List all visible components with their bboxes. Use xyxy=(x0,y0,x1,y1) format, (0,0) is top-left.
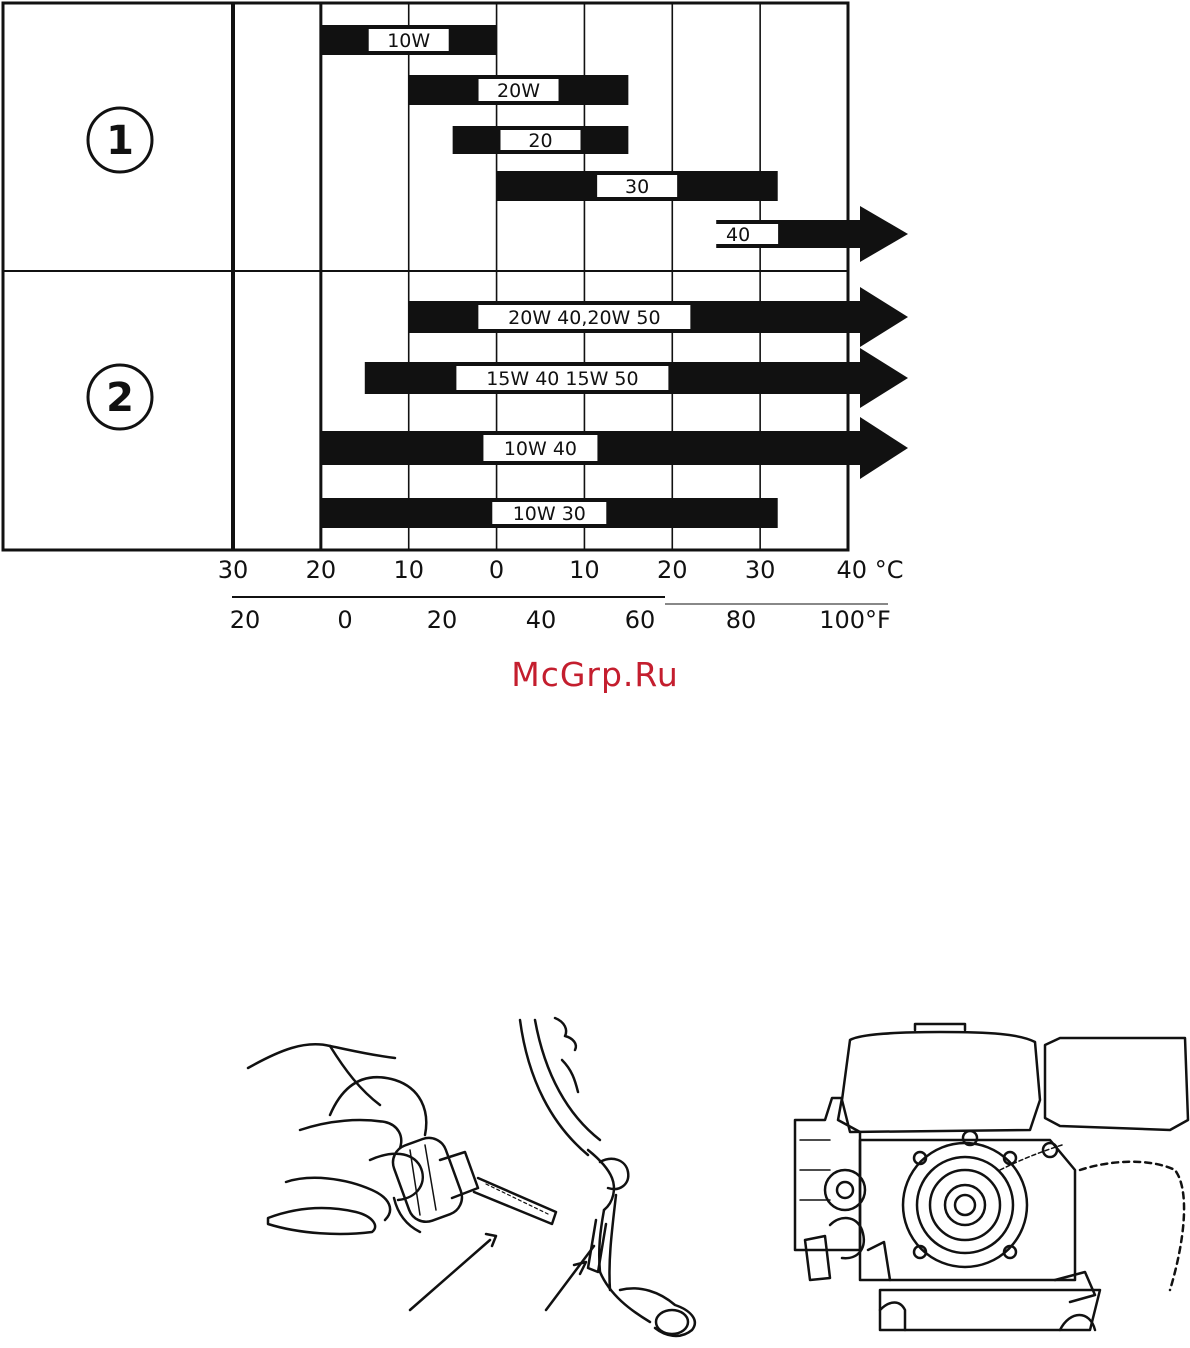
fahrenheit-tick-label: 0 xyxy=(337,606,352,634)
bar-20w: 20W xyxy=(409,75,629,105)
fahrenheit-tick-label: 40 xyxy=(526,606,557,634)
group-1-marker: 1 xyxy=(88,108,152,172)
bar-10w: 10W xyxy=(321,25,497,55)
bar-label: 10W xyxy=(387,30,430,52)
celsius-tick-label: 20 xyxy=(306,556,337,584)
watermark-text: McGrp.Ru xyxy=(0,655,1190,694)
bar-arrowhead xyxy=(860,206,908,262)
illustrations xyxy=(0,1010,1190,1348)
bar-30: 30 xyxy=(497,171,778,201)
bar-20: 20 xyxy=(453,126,629,154)
fahrenheit-tick-label: 80 xyxy=(726,606,757,634)
bar-label: 10W 30 xyxy=(513,503,586,525)
celsius-tick-label: 30 xyxy=(745,556,776,584)
bar-arrowhead xyxy=(860,287,908,347)
group-2-number: 2 xyxy=(106,375,134,421)
oil-viscosity-chart: 1 2 10W 20W 20 30 40 20W 40,20W 50 15W 40 15W … xyxy=(0,0,1190,650)
bar-arrowhead xyxy=(860,417,908,479)
dipstick-in-hand-illustration xyxy=(248,1044,556,1310)
celsius-tick-label: 40 °C xyxy=(837,556,904,584)
celsius-tick-label: 10 xyxy=(393,556,424,584)
bar-label: 20 xyxy=(528,130,552,152)
celsius-tick-label: 30 xyxy=(218,556,249,584)
bar-10w-30: 10W 30 xyxy=(321,498,778,528)
celsius-tick-label: 10 xyxy=(569,556,600,584)
engine-front-view-illustration xyxy=(795,1024,1188,1330)
bar-arrowhead xyxy=(860,348,908,408)
bar-40: 40 xyxy=(698,206,908,262)
bar-label: 30 xyxy=(625,176,649,198)
bar-label: 20W xyxy=(497,80,540,102)
bar-label: 10W 40 xyxy=(504,438,577,460)
bar-label: 15W 40 15W 50 xyxy=(486,368,638,390)
bar-15w-40-15w-50: 15W 40 15W 50 xyxy=(365,348,908,408)
celsius-tick-label: 20 xyxy=(657,556,688,584)
bar-label: 40 xyxy=(726,224,750,246)
group-1-number: 1 xyxy=(106,118,134,164)
fahrenheit-tick-label: 20 xyxy=(230,606,261,634)
fahrenheit-tick-label: 100°F xyxy=(819,606,891,634)
bar-label: 20W 40,20W 50 xyxy=(508,307,660,329)
group-2-marker: 2 xyxy=(88,365,152,429)
bar-20w-40-20w-50: 20W 40,20W 50 xyxy=(409,287,908,347)
oil-filler-neck-illustration xyxy=(520,1018,695,1336)
celsius-tick-label: 0 xyxy=(489,556,504,584)
fahrenheit-tick-label: 20 xyxy=(427,606,458,634)
fahrenheit-tick-label: 60 xyxy=(625,606,656,634)
